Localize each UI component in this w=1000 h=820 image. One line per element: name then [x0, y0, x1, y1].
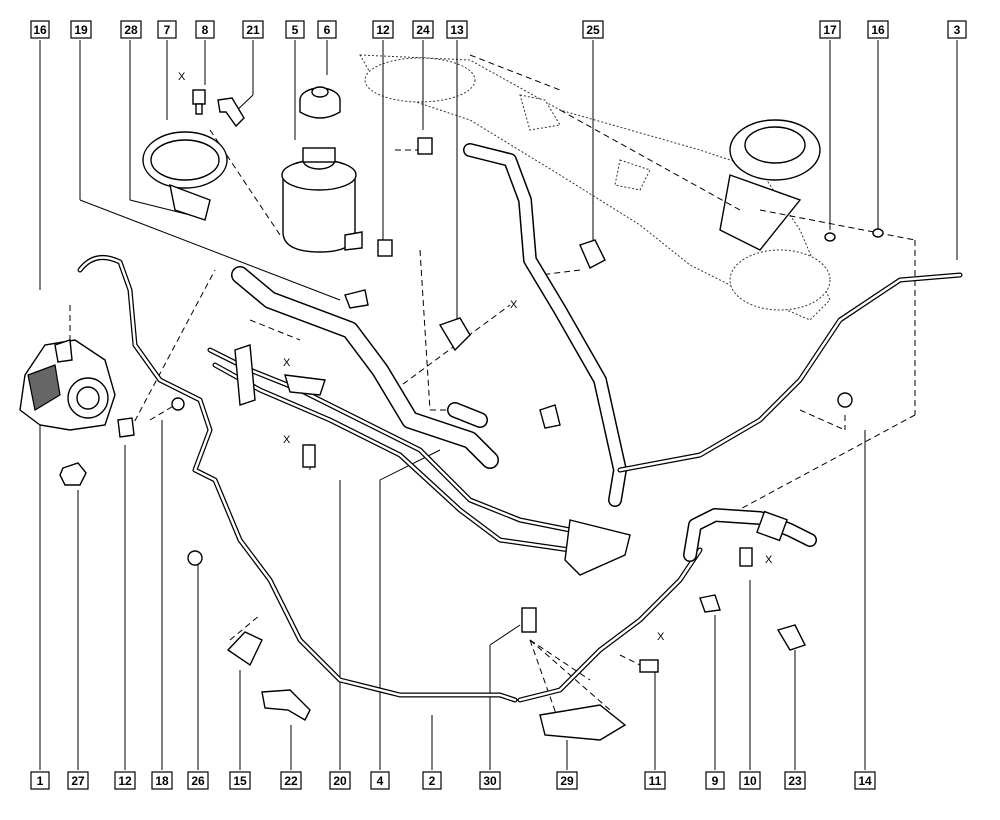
callout-26: 26	[187, 771, 209, 790]
callout-16: 16	[867, 20, 889, 39]
callout-label: 25	[586, 23, 600, 37]
callout-6: 6	[317, 20, 337, 39]
callout-8: 8	[195, 20, 215, 39]
callout-2: 2	[422, 771, 442, 790]
small-fasteners	[59, 228, 884, 741]
callout-18: 18	[151, 771, 173, 790]
torque-mark: X	[657, 631, 665, 643]
callout-15: 15	[229, 771, 251, 790]
callout-label: 22	[284, 774, 298, 788]
callout-11: 11	[644, 771, 666, 790]
callout-22: 22	[280, 771, 302, 790]
callout-label: 1	[37, 774, 44, 788]
callout-17: 17	[819, 20, 841, 39]
torque-mark: X	[283, 434, 291, 446]
callout-27: 27	[67, 771, 89, 790]
return-hose	[231, 266, 499, 469]
callout-label: 28	[124, 23, 138, 37]
callout-23: 23	[784, 771, 806, 790]
callout-label: 11	[649, 774, 662, 788]
tightening-marks: X X X X X X	[178, 71, 773, 643]
callout-label: 17	[823, 23, 837, 37]
callouts-bottom: 1 27 12 18 26 15 22 20	[30, 771, 876, 790]
reservoir-cap	[299, 86, 341, 119]
bracket-21	[217, 97, 245, 128]
callout-19: 19	[70, 20, 92, 39]
callout-20: 20	[329, 771, 351, 790]
callout-13: 13	[446, 20, 468, 39]
pipe-bracket	[234, 344, 631, 576]
callout-label: 12	[376, 23, 390, 37]
callout-label: 30	[483, 774, 497, 788]
callout-label: 23	[788, 774, 802, 788]
callout-24: 24	[412, 20, 434, 39]
callout-9: 9	[705, 771, 725, 790]
callout-label: 2	[429, 774, 436, 788]
callout-1: 1	[30, 771, 50, 790]
bolt-8	[192, 89, 206, 115]
callout-label: 21	[246, 23, 260, 37]
torque-mark: X	[765, 554, 773, 566]
callout-label: 14	[858, 774, 872, 788]
callout-label: 24	[416, 23, 430, 37]
torque-mark: X	[510, 299, 518, 311]
callout-12: 12	[372, 20, 394, 39]
fluid-reservoir	[281, 147, 363, 253]
callout-label: 8	[202, 23, 209, 37]
callout-label: 15	[233, 774, 247, 788]
callout-label: 6	[324, 23, 331, 37]
callout-25: 25	[582, 20, 604, 39]
callout-label: 7	[164, 23, 171, 37]
supply-hose	[463, 143, 627, 507]
callout-label: 20	[333, 774, 347, 788]
metal-pipes	[77, 255, 963, 703]
callouts-top: 16 19 28 7 8 21 5 6	[30, 20, 967, 39]
callout-7: 7	[157, 20, 177, 39]
torque-mark: X	[178, 71, 186, 83]
callout-label: 13	[450, 23, 464, 37]
callout-21: 21	[242, 20, 264, 39]
hose-clamp	[142, 131, 228, 221]
callout-label: 26	[191, 774, 205, 788]
callout-10: 10	[739, 771, 761, 790]
high-pressure-hose	[683, 508, 817, 562]
callout-12: 12	[114, 771, 136, 790]
callout-28: 28	[120, 20, 142, 39]
callout-label: 16	[33, 23, 47, 37]
callout-16: 16	[30, 20, 50, 39]
torque-mark: X	[283, 357, 291, 369]
callout-label: 5	[292, 23, 299, 37]
callout-label: 4	[377, 774, 384, 788]
hose-clips	[117, 137, 606, 438]
callout-label: 27	[71, 774, 85, 788]
callout-label: 18	[155, 774, 169, 788]
callout-label: 16	[871, 23, 885, 37]
callout-label: 9	[712, 774, 719, 788]
leader-lines	[39, 40, 958, 770]
callout-29: 29	[556, 771, 578, 790]
power-steering-pump	[19, 339, 116, 431]
callout-4: 4	[370, 771, 390, 790]
callout-30: 30	[479, 771, 501, 790]
callout-label: 10	[743, 774, 757, 788]
callout-14: 14	[854, 771, 876, 790]
callout-3: 3	[947, 20, 967, 39]
callout-label: 29	[560, 774, 574, 788]
callout-label: 19	[74, 23, 88, 37]
steering-rack	[359, 54, 831, 321]
callout-label: 3	[954, 23, 961, 37]
callout-5: 5	[285, 20, 305, 39]
callout-label: 12	[118, 774, 132, 788]
